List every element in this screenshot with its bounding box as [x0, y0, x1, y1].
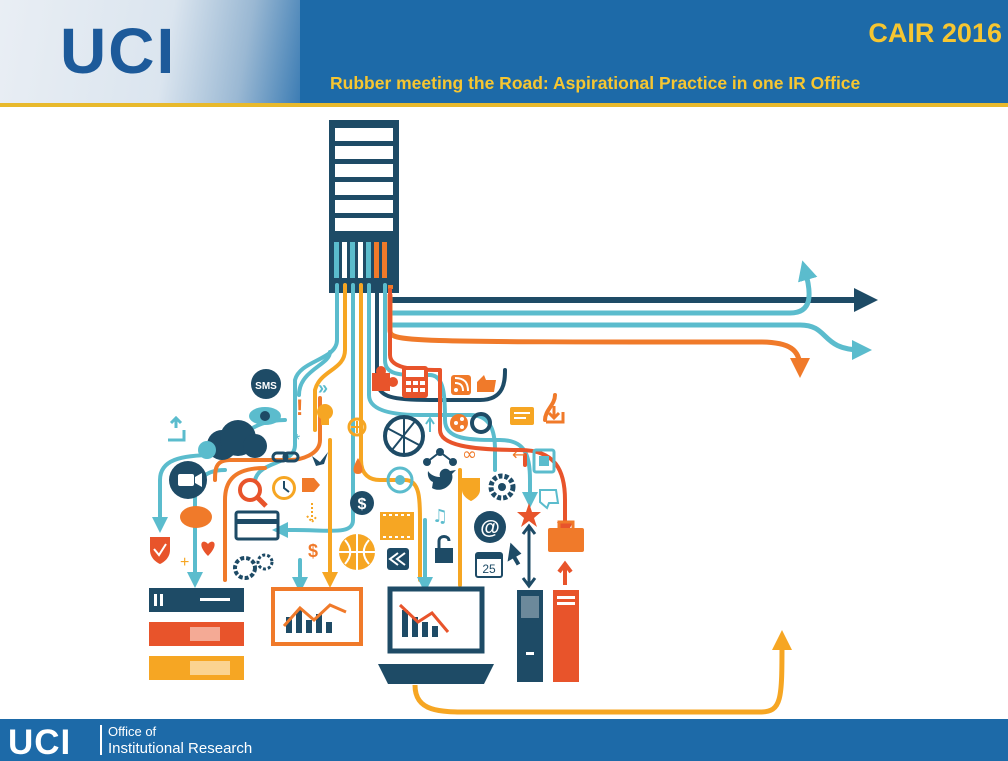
search-icon	[238, 478, 268, 508]
sms-icon: SMS	[251, 369, 281, 399]
plus-icon: +	[180, 554, 189, 571]
star-icon	[517, 503, 541, 527]
lifebuoy-icon	[470, 412, 492, 434]
sms-label: SMS	[255, 381, 277, 392]
monitor-chart-icon	[271, 587, 363, 646]
return-flow-line	[412, 630, 792, 715]
unlock-icon	[435, 535, 453, 563]
chart-bubble-icon	[347, 417, 367, 437]
infinity-icon: ∞	[462, 444, 477, 465]
server-unit-yellow-icon	[149, 656, 244, 680]
money-icon: $	[308, 541, 318, 561]
upload-icon	[168, 415, 186, 442]
tower-server-orange-icon	[553, 590, 579, 682]
message-icon	[510, 407, 534, 425]
footer-divider	[100, 725, 102, 755]
drop-icon	[353, 458, 363, 474]
header-bar: UCI CAIR 2016 Rubber meeting the Road: A…	[0, 0, 1008, 103]
eye-icon	[249, 407, 281, 425]
at-sign-icon: @	[474, 511, 506, 543]
footer-uci-logo: UCI	[8, 723, 72, 761]
server-unit-orange-icon	[149, 622, 244, 646]
bird-icon	[312, 452, 328, 466]
sim-chip-icon	[532, 448, 556, 474]
target-icon	[386, 466, 414, 494]
link-icon	[271, 451, 300, 463]
calendar-day-label: 25	[482, 562, 496, 576]
dollar-coin-label: $	[358, 496, 367, 513]
arrow-up-small-icon	[425, 416, 435, 432]
arrow-left-icon: ←	[512, 445, 525, 464]
cloud-icon	[198, 420, 267, 460]
conference-title: CAIR 2016	[868, 18, 1002, 48]
forward-chevrons-icon: »	[318, 378, 328, 398]
asterisk-icon: *	[294, 432, 300, 449]
thumbs-up-icon	[477, 375, 496, 392]
network-globe-icon	[383, 415, 425, 457]
laptop-chart-icon	[378, 586, 494, 684]
video-camera-icon	[169, 461, 207, 499]
tag-icon	[302, 478, 320, 492]
thumbs-down-icon	[539, 489, 560, 510]
uci-logo: UCI	[60, 15, 177, 87]
puzzle-icon	[372, 366, 398, 391]
double-arrow-vertical-icon	[521, 523, 537, 589]
tower-server-navy-icon	[517, 590, 543, 682]
clock-icon	[272, 476, 296, 500]
rewind-icon	[387, 548, 409, 570]
exclamation-icon: !	[296, 395, 303, 420]
film-strip-icon	[380, 512, 414, 540]
outbound-flow-lines	[387, 260, 878, 378]
globe-icon	[339, 534, 375, 570]
header-divider-line	[0, 103, 1008, 107]
dotted-arrow-down-icon	[306, 503, 318, 524]
header-logo-panel	[0, 0, 300, 103]
data-flow-diagram: SMS +	[149, 120, 878, 715]
at-sign-label: @	[480, 517, 500, 539]
music-note-icon: ♫	[432, 506, 448, 527]
download-icon	[546, 406, 565, 424]
main-server-icon	[329, 120, 399, 293]
briefcase-icon	[548, 520, 584, 552]
credit-card-icon	[234, 510, 280, 541]
rss-icon	[451, 375, 471, 395]
dollar-coin-icon: $	[350, 491, 374, 515]
share-icon	[450, 414, 468, 432]
cursor-icon	[507, 542, 522, 566]
calculator-icon	[402, 366, 428, 398]
server-unit-navy-icon	[149, 588, 244, 612]
footer-unit-line1: Office of	[108, 724, 157, 739]
presentation-subtitle: Rubber meeting the Road: Aspirational Pr…	[330, 73, 861, 93]
chat-bubble-icon	[180, 506, 212, 528]
footer-bar: UCI Office of Institutional Research	[0, 719, 1008, 761]
gears-icon	[233, 553, 274, 580]
twitter-bird-icon	[427, 468, 456, 490]
badge-check-icon	[462, 478, 480, 501]
lightbulb-icon	[317, 404, 333, 425]
flow-network-icon	[423, 448, 457, 466]
footer-unit-line2: Institutional Research	[108, 740, 253, 757]
arrow-up-red-icon	[557, 560, 573, 585]
shield-icon	[150, 537, 170, 564]
calendar-icon: 25	[475, 552, 503, 578]
gear-icon	[488, 473, 516, 501]
heart-icon	[201, 541, 215, 556]
